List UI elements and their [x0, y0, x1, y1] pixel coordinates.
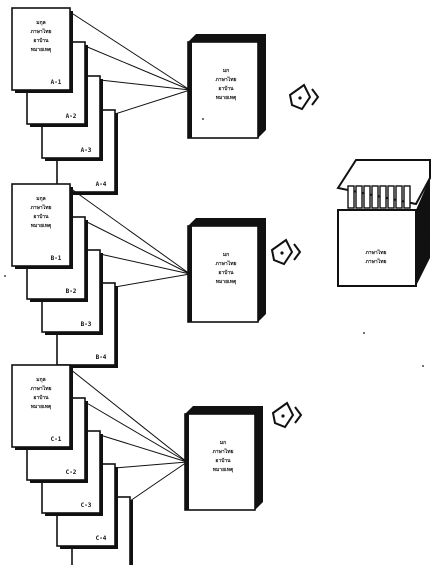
page-label: B-2	[66, 288, 77, 295]
arrow-dot	[281, 414, 285, 418]
arrow-tip	[311, 88, 320, 106]
fan-line	[99, 434, 188, 463]
binder-spine	[188, 42, 192, 138]
page-text: อาบ้าน	[33, 394, 49, 401]
arrow-outline	[270, 238, 294, 266]
binder-spine	[188, 226, 192, 322]
scan-speck	[202, 118, 204, 120]
box-file	[371, 185, 379, 209]
fan-line	[114, 273, 191, 288]
binder-text: หมายเหตุ	[213, 467, 234, 473]
page-text: ภาษาไทย	[31, 385, 52, 392]
page-label: C-3	[81, 502, 92, 509]
binder-text: มก	[223, 252, 229, 258]
binder-text: ภาษาไทย	[216, 76, 237, 83]
binder-cover	[187, 225, 259, 323]
page-text: มกุล	[36, 196, 45, 202]
box-file	[379, 185, 387, 209]
fan-line	[99, 253, 191, 275]
fan-line	[114, 461, 188, 469]
page-label: B-3	[81, 321, 92, 328]
arrow-marker	[271, 401, 303, 429]
box-file	[363, 185, 371, 209]
arrow-dot	[298, 96, 302, 100]
box-front	[337, 209, 417, 287]
binder-text: อาบ้าน	[218, 269, 234, 276]
page-label: C-4	[96, 535, 107, 542]
document-group-c: C-5C-4C-3C-2มกุลภาษาไทยอาบ้านหมายเหตุC-1…	[11, 364, 303, 570]
page-label: A-1	[51, 79, 62, 86]
binder-text: มก	[220, 440, 226, 446]
binder-text: มก	[223, 68, 229, 74]
page-text: มกุล	[36, 377, 45, 383]
page-sheet	[11, 364, 71, 448]
scan-speck	[422, 365, 424, 367]
box-label: ภาษาไทย	[366, 258, 387, 265]
page-text: หมายเหตุ	[31, 47, 52, 53]
box-file	[403, 185, 411, 209]
fan-line	[69, 187, 191, 275]
page-label: C-2	[66, 469, 77, 476]
page-sheet	[11, 7, 71, 91]
fan-line	[114, 89, 191, 115]
binder-cover	[184, 413, 256, 511]
binder-text: ภาษาไทย	[216, 260, 237, 267]
scan-speck	[428, 235, 430, 237]
page-label: B-1	[51, 255, 62, 262]
page-text: มกุล	[36, 20, 45, 26]
page-sheet	[11, 183, 71, 267]
page-text: อาบ้าน	[33, 213, 49, 220]
box-side	[416, 178, 430, 286]
fan-line	[129, 461, 188, 502]
fan-line	[69, 368, 188, 463]
binder-text: หมายเหตุ	[216, 279, 237, 285]
arrow-outline	[271, 401, 295, 429]
fan-line	[69, 11, 191, 91]
arrow-outline	[288, 83, 312, 111]
binder-text: อาบ้าน	[215, 457, 231, 464]
page-text: อาบ้าน	[33, 37, 49, 44]
arrow-dot	[280, 251, 284, 255]
scan-speck	[4, 275, 6, 277]
arrow-marker	[288, 83, 320, 111]
binder-text: หมายเหตุ	[216, 95, 237, 101]
document-group-a: A-4A-3A-2มกุลภาษาไทยอาบ้านหมายเหตุA-1มกภ…	[11, 7, 320, 195]
page-label: A-2	[66, 113, 77, 120]
fan-line	[99, 79, 191, 91]
fan-line	[84, 401, 188, 463]
binder-text: ภาษาไทย	[213, 448, 234, 455]
arrow-tip	[293, 243, 302, 261]
page-text: หมายเหตุ	[31, 223, 52, 229]
box-label: ภาษาไทย	[366, 249, 387, 256]
page-label: C-1	[51, 436, 62, 443]
page-label: A-3	[81, 147, 92, 154]
arrow-marker	[270, 238, 302, 266]
box-file	[347, 185, 355, 209]
binder-text: อาบ้าน	[218, 85, 234, 92]
page-text: ภาษาไทย	[31, 28, 52, 35]
box-file	[387, 185, 395, 209]
binder-spine	[185, 414, 189, 510]
box-file	[355, 185, 363, 209]
page-label: B-4	[96, 354, 107, 361]
page-text: ภาษาไทย	[31, 204, 52, 211]
fan-line	[84, 45, 191, 91]
page-text: หมายเหตุ	[31, 404, 52, 410]
arrow-tip	[294, 406, 303, 424]
scan-speck	[363, 332, 365, 334]
page-label: A-4	[96, 181, 107, 188]
fan-line	[84, 220, 191, 275]
box-file	[395, 185, 403, 209]
